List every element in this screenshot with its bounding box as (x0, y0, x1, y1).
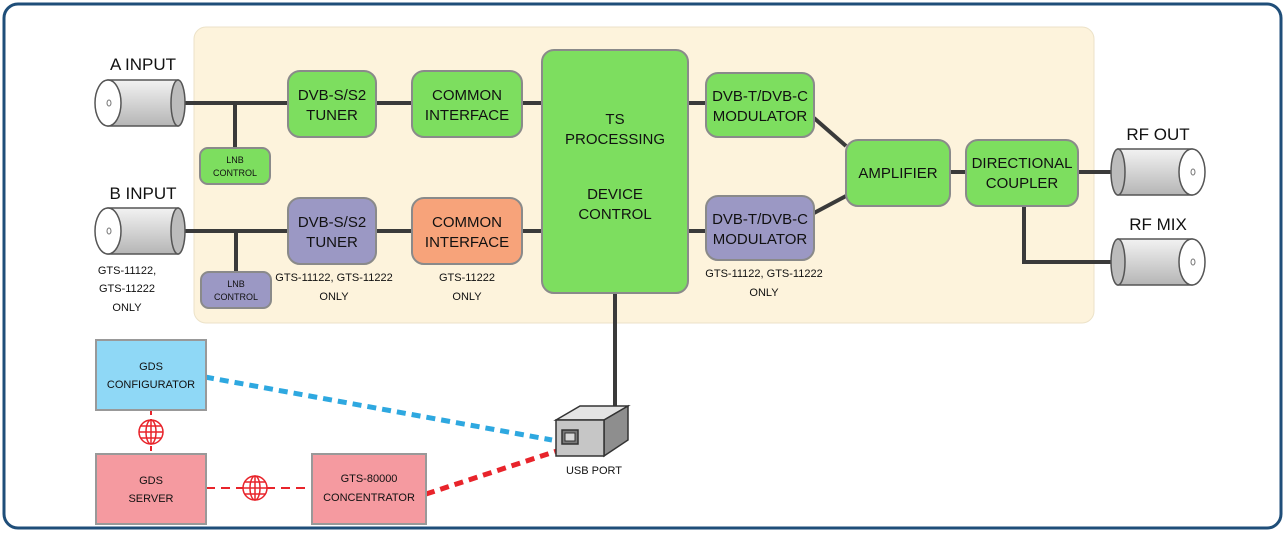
rf-out-connector (1110, 148, 1206, 196)
svg-text:GDS: GDS (139, 361, 163, 373)
svg-text:COUPLER: COUPLER (986, 175, 1059, 192)
rf-mix-connector (1110, 238, 1206, 286)
directional-coupler-block: DIRECTIONAL COUPLER (965, 139, 1079, 207)
svg-text:AMPLIFIER: AMPLIFIER (858, 165, 937, 182)
svg-text:DVB-T/DVB-C: DVB-T/DVB-C (712, 211, 808, 228)
b-input-note-line2: GTS-11222 (99, 283, 155, 295)
lnb-control-b-block: LNB CONTROL (200, 271, 272, 309)
a-input-label: A INPUT (110, 55, 176, 74)
svg-text:SERVER: SERVER (128, 493, 173, 505)
amplifier-block: AMPLIFIER (845, 139, 951, 207)
svg-text:INTERFACE: INTERFACE (425, 234, 509, 251)
globe-icon (242, 475, 268, 501)
common-interface-a-block: COMMON INTERFACE (411, 70, 523, 138)
svg-text:COMMON: COMMON (432, 214, 502, 231)
modulator-b-block: DVB-T/DVB-C MODULATOR (705, 195, 815, 261)
svg-text:TUNER: TUNER (306, 107, 358, 124)
svg-text:DIRECTIONAL: DIRECTIONAL (972, 155, 1073, 172)
tuner-b-note-line1: GTS-11122, GTS-11222 (275, 272, 392, 284)
ts-processing-block: TS PROCESSING DEVICE CONTROL (541, 49, 689, 294)
globe-icon (138, 419, 164, 445)
svg-text:DVB-T/DVB-C: DVB-T/DVB-C (712, 88, 808, 105)
a-input-connector (94, 79, 186, 127)
svg-text:DEVICE: DEVICE (587, 186, 643, 203)
b-input-note-line3: ONLY (112, 302, 142, 314)
concentrator-usb-link (425, 445, 567, 497)
concentrator-block: GTS-80000 CONCENTRATOR (311, 453, 427, 525)
svg-text:TUNER: TUNER (306, 234, 358, 251)
ci-b-note-line2: ONLY (452, 291, 482, 303)
mod-b-note-line1: GTS-11122, GTS-11222 (705, 268, 822, 280)
svg-text:CONCENTRATOR: CONCENTRATOR (323, 492, 415, 504)
svg-text:MODULATOR: MODULATOR (713, 108, 808, 125)
tuner-b-block: DVB-S/S2 TUNER (287, 197, 377, 265)
svg-text:DVB-S/S2: DVB-S/S2 (298, 214, 366, 231)
lnb-control-a-block: LNB CONTROL (199, 147, 271, 185)
svg-text:CONFIGURATOR: CONFIGURATOR (107, 379, 195, 391)
usb-port-label: USB PORT (566, 465, 622, 477)
b-input-note-line1: GTS-11122, (98, 265, 156, 277)
b-input-label: B INPUT (109, 184, 176, 203)
configurator-usb-link (204, 374, 553, 443)
mod-b-note-line2: ONLY (749, 287, 779, 299)
svg-text:LNB: LNB (226, 155, 244, 165)
ci-b-note-line1: GTS-11222 (439, 272, 495, 284)
signal-lines (178, 101, 1118, 415)
rf-mix-label: RF MIX (1129, 215, 1187, 234)
svg-text:INTERFACE: INTERFACE (425, 107, 509, 124)
svg-text:GDS: GDS (139, 475, 163, 487)
tuner-b-note-line2: ONLY (319, 291, 349, 303)
svg-text:TS: TS (605, 111, 624, 128)
gds-configurator-block: GDS CONFIGURATOR (95, 339, 207, 411)
modulator-a-block: DVB-T/DVB-C MODULATOR (705, 72, 815, 138)
svg-text:CONTROL: CONTROL (578, 206, 651, 223)
svg-text:CONTROL: CONTROL (214, 292, 258, 302)
usb-port-icon (553, 404, 631, 458)
svg-text:COMMON: COMMON (432, 87, 502, 104)
svg-text:GTS-80000: GTS-80000 (341, 473, 398, 485)
svg-text:CONTROL: CONTROL (213, 168, 257, 178)
b-input-connector (94, 207, 186, 255)
svg-text:MODULATOR: MODULATOR (713, 231, 808, 248)
svg-text:DVB-S/S2: DVB-S/S2 (298, 87, 366, 104)
gds-server-block: GDS SERVER (95, 453, 207, 525)
tuner-a-block: DVB-S/S2 TUNER (287, 70, 377, 138)
common-interface-b-block: COMMON INTERFACE (411, 197, 523, 265)
rf-out-label: RF OUT (1126, 125, 1189, 144)
svg-text:LNB: LNB (227, 279, 245, 289)
svg-text:PROCESSING: PROCESSING (565, 131, 665, 148)
